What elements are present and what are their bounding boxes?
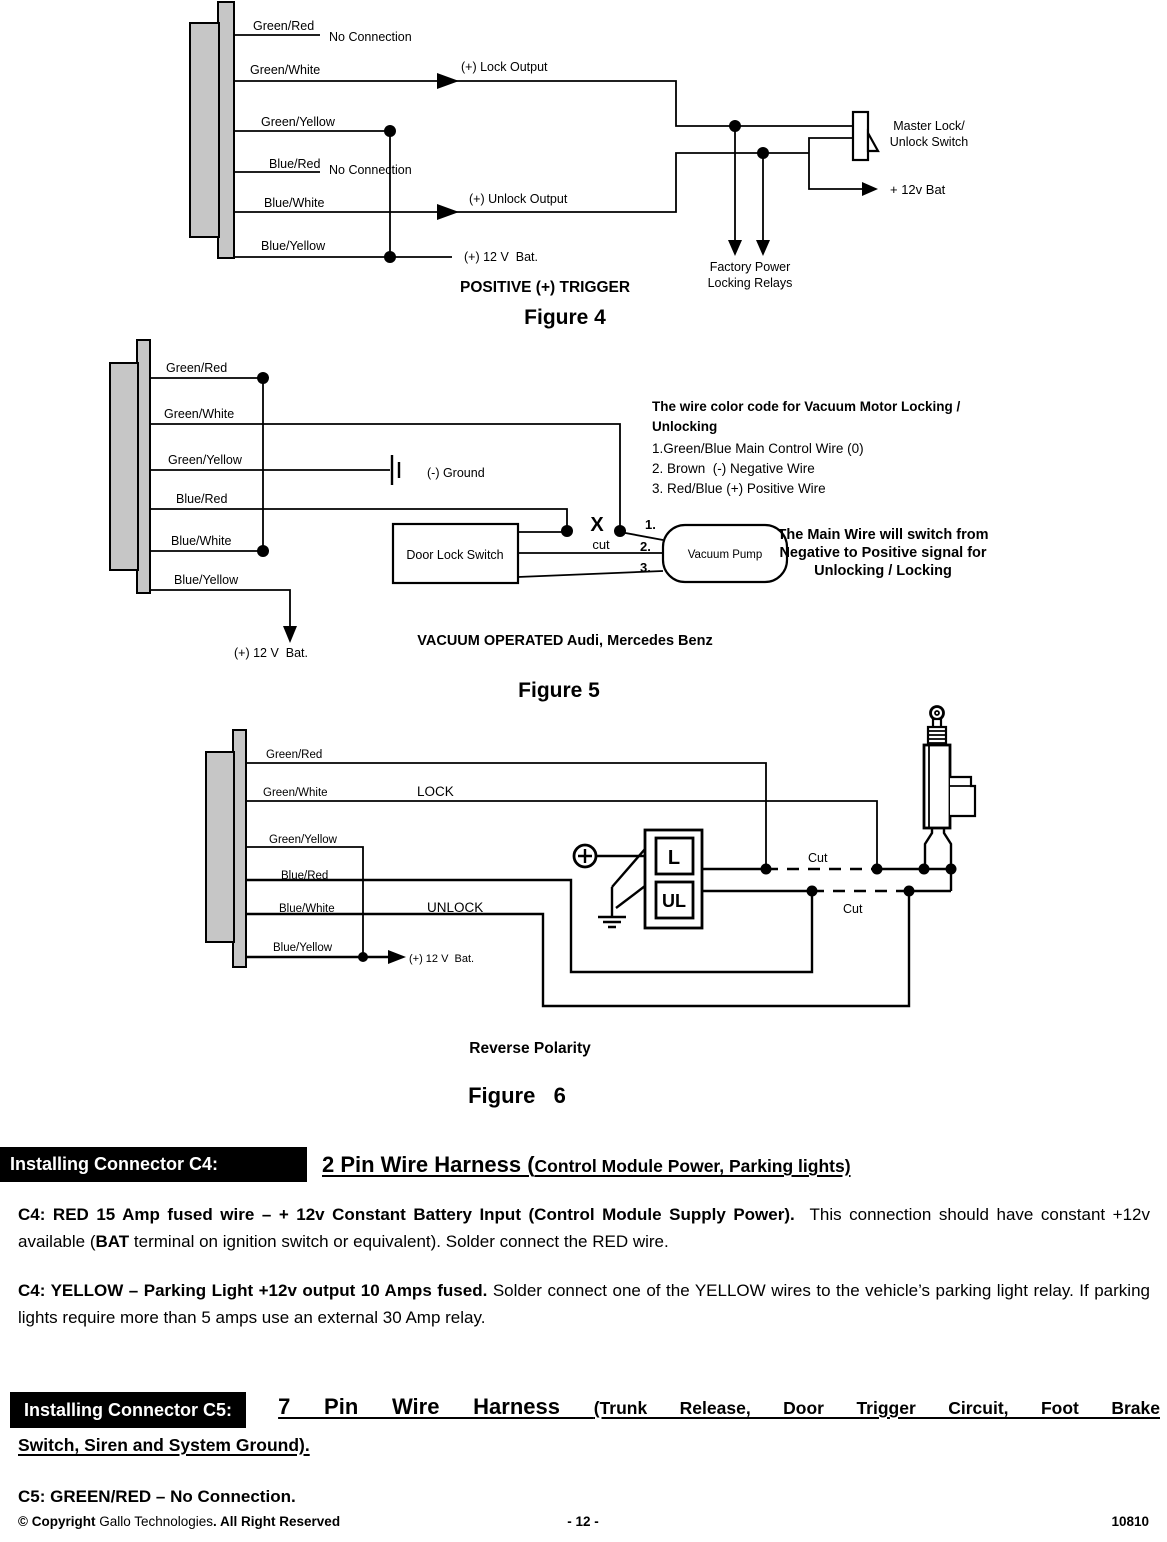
figure4-master-switch bbox=[851, 110, 880, 162]
figure6-wires bbox=[246, 762, 957, 1008]
footer-copyright-bold-1: © Copyright bbox=[18, 1514, 96, 1529]
fig5-bat-label: (+) 12 V Bat. bbox=[234, 646, 308, 660]
figure4-connector bbox=[189, 1, 235, 259]
fig4-factory-label-2: Locking Relays bbox=[708, 276, 793, 290]
fig5-number-1: 1. bbox=[645, 517, 656, 532]
figure5-wires bbox=[150, 372, 664, 643]
c4-red-bat-bold: BAT bbox=[95, 1232, 130, 1251]
c4-heading: 2 Pin Wire Harness (Control Module Power… bbox=[322, 1147, 1122, 1183]
lock-unlock-switch-box bbox=[598, 828, 704, 930]
footer-doc-number: 10810 bbox=[1111, 1514, 1149, 1529]
fig5-caption: VACUUM OPERATED Audi, Mercedes Benz bbox=[417, 633, 712, 649]
c5-heading-big: 7 Pin Wire Harness bbox=[278, 1394, 594, 1419]
c4-yellow-paragraph: C4: YELLOW – Parking Light +12v output 1… bbox=[18, 1277, 1150, 1331]
fig4-unlock-output-label: (+) Unlock Output bbox=[469, 192, 568, 206]
fig4-master-switch-label-1: Master Lock/ bbox=[893, 119, 965, 133]
fig6-caption: Reverse Polarity bbox=[469, 1040, 591, 1057]
fig5-wire-label-green-yellow: Green/Yellow bbox=[168, 453, 243, 467]
fig6-ul-label: UL bbox=[662, 891, 686, 911]
c4-red-text-a: This connection should have constant +12… bbox=[18, 1205, 1150, 1251]
door-lock-actuator bbox=[922, 705, 977, 891]
fig4-no-connection-2: No Connection bbox=[329, 163, 412, 177]
fig4-wire-label-green-white: Green/White bbox=[250, 63, 320, 77]
figure4-title: Figure 4 bbox=[524, 306, 606, 329]
fig5-cut-label: cut bbox=[592, 537, 610, 552]
fig5-color-code-3: 3. Red/Blue (+) Positive Wire bbox=[652, 481, 826, 496]
installing-connector-c5-tag: Installing Connector C5: bbox=[10, 1391, 247, 1428]
vacuum-pump-box bbox=[661, 523, 789, 584]
c5-green-red-line: C5: GREEN/RED – No Connection. bbox=[18, 1487, 296, 1506]
footer-copyright: © Copyright Gallo Technologies. All Righ… bbox=[18, 1514, 340, 1529]
footer-copyright-normal: Gallo Technologies bbox=[95, 1514, 214, 1529]
c4-red-paragraph: C4: RED 15 Amp fused wire – + 12v Consta… bbox=[18, 1201, 1150, 1255]
fig5-ground-label: (-) Ground bbox=[427, 466, 485, 480]
figure6-connector bbox=[205, 729, 247, 968]
fig6-bat-label: (+) 12 V Bat. bbox=[409, 953, 474, 965]
fig6-cut-label-1: Cut bbox=[808, 851, 828, 865]
fig4-no-connection-1: No Connection bbox=[329, 30, 412, 44]
footer-copyright-bold-2: . All Right Reserved bbox=[213, 1514, 341, 1529]
c5-heading-line1: Installing Connector C5: 7 Pin Wire Harn… bbox=[10, 1388, 1160, 1428]
fig5-color-code-title-2: Unlocking bbox=[652, 419, 717, 434]
fig6-wire-label-green-white: Green/White bbox=[263, 787, 328, 799]
figure5-connector bbox=[109, 339, 151, 594]
c4-heading-big: 2 Pin Wire Harness ( bbox=[322, 1152, 535, 1177]
fig5-main-wire-note-1: The Main Wire will switch from bbox=[778, 527, 989, 543]
fig5-wire-label-blue-yellow: Blue/Yellow bbox=[174, 573, 239, 587]
footer-page-number: - 12 - bbox=[567, 1514, 599, 1529]
c4-red-text-b: terminal on ignition switch or equivalen… bbox=[129, 1232, 669, 1251]
fig4-trigger-caption: POSITIVE (+) TRIGGER bbox=[460, 279, 630, 296]
fig6-wire-label-blue-white: Blue/White bbox=[279, 903, 335, 915]
fig4-wire-label-green-red: Green/Red bbox=[253, 19, 314, 33]
plus-circle-icon bbox=[572, 843, 598, 869]
figure6-title: Figure 6 bbox=[468, 1083, 566, 1108]
figure5-diagram: Green/Red Green/White Green/Yellow Blue/… bbox=[109, 339, 989, 702]
c4-heading-small: Control Module Power, Parking lights) bbox=[534, 1156, 851, 1176]
c5-heading-small-1: (Trunk Release, Door Trigger Circuit, Fo… bbox=[593, 1398, 1160, 1418]
fig4-wire-label-blue-red: Blue/Red bbox=[269, 157, 320, 171]
fig5-color-code-2: 2. Brown (-) Negative Wire bbox=[652, 461, 815, 476]
fig4-master-switch-label-2: Unlock Switch bbox=[890, 135, 969, 149]
fig5-number-3: 3. bbox=[640, 560, 651, 575]
fig6-cut-label-2: Cut bbox=[843, 902, 863, 916]
fig4-wire-label-green-yellow: Green/Yellow bbox=[261, 115, 336, 129]
fig5-color-code-1: 1.Green/Blue Main Control Wire (0) bbox=[652, 441, 864, 456]
fig6-unlock-label: UNLOCK bbox=[427, 900, 483, 915]
fig6-wire-label-green-red: Green/Red bbox=[266, 749, 322, 761]
fig6-wire-label-blue-red: Blue/Red bbox=[281, 870, 328, 882]
door-lock-switch-label: Door Lock Switch bbox=[406, 548, 503, 562]
fig5-wire-label-green-red: Green/Red bbox=[166, 361, 227, 375]
fig4-wire-label-blue-white: Blue/White bbox=[264, 196, 324, 210]
c4-yellow-text: Solder connect one of the YELLOW wires t… bbox=[18, 1281, 1150, 1327]
c4-red-bold-text: C4: RED 15 Amp fused wire – + 12v Consta… bbox=[18, 1205, 795, 1224]
fig5-wire-label-green-white: Green/White bbox=[164, 407, 234, 421]
vacuum-pump-label: Vacuum Pump bbox=[688, 549, 763, 561]
c5-heading-line2: Switch, Siren and System Ground). bbox=[18, 1432, 1150, 1460]
wiring-diagrams: Green/Red No Connection Green/White (+) … bbox=[109, 1, 989, 1108]
fig4-wire-label-blue-yellow: Blue/Yellow bbox=[261, 239, 326, 253]
fig5-main-wire-note-2: Negative to Positive signal for bbox=[779, 545, 986, 561]
fig6-lock-label: LOCK bbox=[417, 784, 454, 799]
fig4-factory-label-1: Factory Power bbox=[710, 260, 791, 274]
fig6-wire-label-green-yellow: Green/Yellow bbox=[269, 834, 338, 846]
fig5-main-wire-note-3: Unlocking / Locking bbox=[814, 563, 952, 579]
c4-yellow-bold-text: C4: YELLOW – Parking Light +12v output 1… bbox=[18, 1281, 488, 1300]
fig5-wire-label-blue-red: Blue/Red bbox=[176, 492, 227, 506]
figure5-title: Figure 5 bbox=[518, 679, 600, 702]
fig4-bat-label: (+) 12 V Bat. bbox=[464, 250, 538, 264]
fig6-wire-label-blue-yellow: Blue/Yellow bbox=[273, 942, 333, 954]
fig5-wire-label-blue-white: Blue/White bbox=[171, 534, 231, 548]
fig5-color-code-title-1: The wire color code for Vacuum Motor Loc… bbox=[652, 399, 961, 414]
fig4-lock-output-label: (+) Lock Output bbox=[461, 60, 548, 74]
fig5-number-2: 2. bbox=[640, 539, 651, 554]
door-lock-switch-box bbox=[391, 522, 520, 585]
figure6-diagram: Green/Red Green/White LOCK Green/Yellow … bbox=[205, 705, 977, 1108]
installing-connector-c4-tag: Installing Connector C4: bbox=[0, 1147, 307, 1182]
figure4-wires bbox=[234, 34, 878, 263]
c5-heading-small-2: Switch, Siren and System Ground). bbox=[18, 1435, 310, 1455]
fig6-l-label: L bbox=[668, 847, 680, 869]
fig4-plus-12v-bat-label: + 12v Bat bbox=[890, 182, 946, 197]
figure4-diagram: Green/Red No Connection Green/White (+) … bbox=[189, 1, 969, 329]
fig5-x-mark: X bbox=[590, 514, 604, 536]
